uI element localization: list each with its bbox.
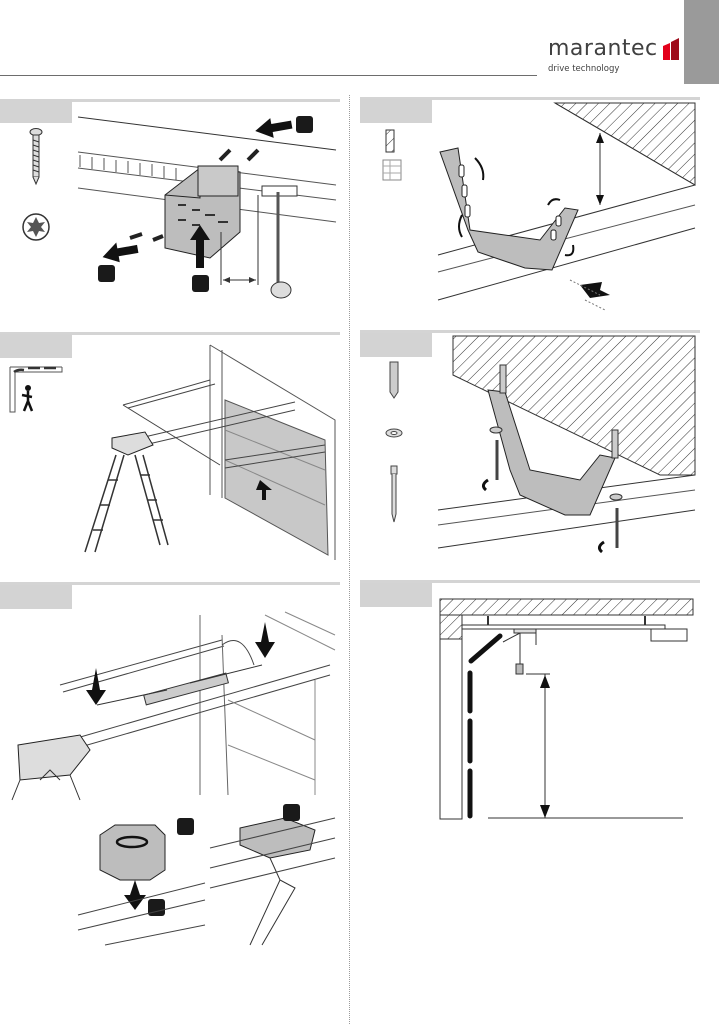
step-badge-4 [360,333,432,357]
brand-mark-icon [663,38,679,60]
step-badge-5 [0,585,72,609]
step-badge-1 [0,99,72,123]
masonry-drill-icon [382,129,402,181]
step-badge-6 [360,583,432,607]
page-side-tab [684,0,719,84]
header-rule [0,75,537,76]
brand-logo: marantec drive technology [548,36,658,75]
callout-b [98,265,115,282]
wall-plug-icon [389,361,399,399]
panel-3-bar [0,332,340,335]
callout-c [192,275,209,292]
panel-6-bar [360,580,700,583]
step-badge-3 [0,334,72,358]
wood-screw-icon [390,465,398,523]
brand-tagline: drive technology [548,64,620,74]
two-person-install-icon [9,366,63,413]
callout-a [296,116,313,133]
panel-2-bar [360,97,700,100]
brand-name: marantec [548,36,658,61]
column-divider [349,95,350,1024]
panel-5-bar [0,582,340,585]
step-badge-2 [360,99,432,123]
washer-icon [385,428,403,438]
torx-bit-icon [22,213,50,241]
panel-1-bar [0,99,340,102]
panel-4-bar [360,330,700,333]
pan-head-screw-icon [29,128,43,186]
